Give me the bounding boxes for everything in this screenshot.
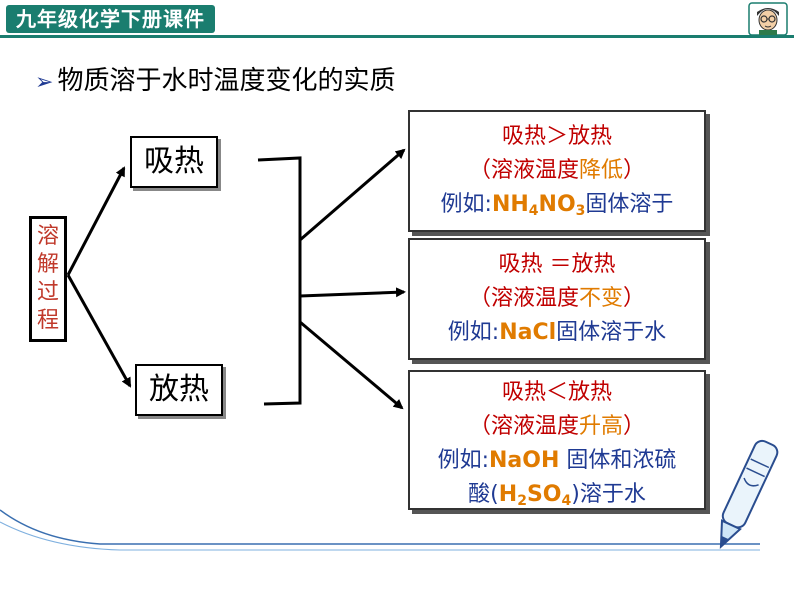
temperature-line: （溶液温度降低）: [410, 154, 704, 188]
result-box-temp-decrease: 吸热＞放热 （溶液温度降低） 例如:NH4NO3固体溶于: [408, 110, 706, 232]
root-char: 解: [36, 252, 59, 277]
header-bar: 九年级化学下册课件: [0, 0, 794, 40]
example-acid-start: 酸(: [468, 482, 499, 507]
formula-naoh: NaOH: [489, 448, 560, 473]
arrow-to-box3: [299, 320, 404, 410]
relation-text: 吸热＜放热: [501, 380, 612, 405]
teacher-avatar-icon: [748, 2, 788, 36]
header-underline: [0, 35, 794, 38]
box-release-heat: 放热: [135, 364, 223, 416]
bracket: [257, 156, 302, 406]
example-prefix: 例如:: [440, 192, 492, 217]
root-char: 程: [36, 308, 59, 333]
formula-subscript: 4: [561, 493, 572, 509]
root-char: 过: [36, 280, 59, 305]
temperature-line: （溶液温度不变）: [410, 282, 704, 316]
temp-close: ）: [623, 414, 646, 439]
example-acid-end: )溶于水: [571, 482, 646, 507]
root-box-dissolution: 溶 解 过 程: [29, 216, 67, 342]
bullet-arrow-icon: ➢: [35, 70, 54, 95]
example-suffix: 固体溶于: [585, 192, 674, 217]
formula-part: H: [498, 482, 518, 507]
result-box-temp-unchanged: 吸热 ＝放热 （溶液温度不变） 例如:NaCl固体溶于水: [408, 238, 706, 360]
formula-part: NH: [491, 192, 529, 217]
temp-label: （溶液温度: [468, 286, 579, 311]
temp-change: 降低: [578, 158, 623, 183]
example-prefix: 例如:: [437, 448, 490, 473]
arrow-to-box2: [299, 287, 406, 298]
example-prefix: 例如:: [447, 320, 500, 345]
relation-text: 吸热＞放热: [501, 124, 612, 149]
arrow-to-box1: [299, 148, 406, 242]
formula-subscript: 4: [528, 203, 539, 219]
bottom-decoration: [0, 509, 760, 551]
temp-label: （溶液温度: [468, 158, 579, 183]
example-line-continued: 酸(H2SO4)溶于水: [410, 478, 704, 518]
result-box-temp-increase: 吸热＜放热 （溶液温度升高） 例如:NaOH 固体和浓硫 酸(H2SO4)溶于水: [408, 370, 706, 510]
formula-subscript: 3: [575, 203, 586, 219]
box-absorb-heat: 吸热: [130, 136, 218, 188]
formula-part: NO: [538, 192, 576, 217]
temp-change: 升高: [578, 414, 623, 439]
formula-h2so4: H2SO4: [498, 482, 572, 509]
arrow-to-absorb: [66, 166, 126, 276]
subtitle-text: 物质溶于水时温度变化的实质: [57, 66, 396, 96]
relation-text: 吸热 ＝放热: [498, 252, 616, 277]
temp-change: 不变: [578, 286, 623, 311]
formula-nh4no3: NH4NO3: [491, 192, 586, 219]
header-title: 九年级化学下册课件: [6, 5, 215, 33]
example-mid: 固体和浓硫: [559, 448, 677, 473]
temp-close: ）: [623, 286, 646, 311]
formula-nacl: NaCl: [499, 320, 557, 345]
temp-close: ）: [623, 158, 646, 183]
arrow-to-release: [66, 274, 132, 388]
subtitle: ➢物质溶于水时温度变化的实质: [35, 60, 395, 97]
root-char: 溶: [36, 224, 59, 249]
temperature-line: （溶液温度升高）: [410, 410, 704, 444]
pen-icon: [719, 439, 779, 550]
example-line: 例如:NaOH 固体和浓硫: [410, 444, 704, 478]
example-suffix: 固体溶于水: [556, 320, 667, 345]
example-line: 例如:NaCl固体溶于水: [410, 316, 704, 350]
formula-part: SO: [526, 482, 562, 507]
formula-subscript: 2: [517, 493, 527, 509]
example-line: 例如:NH4NO3固体溶于: [410, 188, 704, 228]
temp-label: （溶液温度: [468, 414, 579, 439]
